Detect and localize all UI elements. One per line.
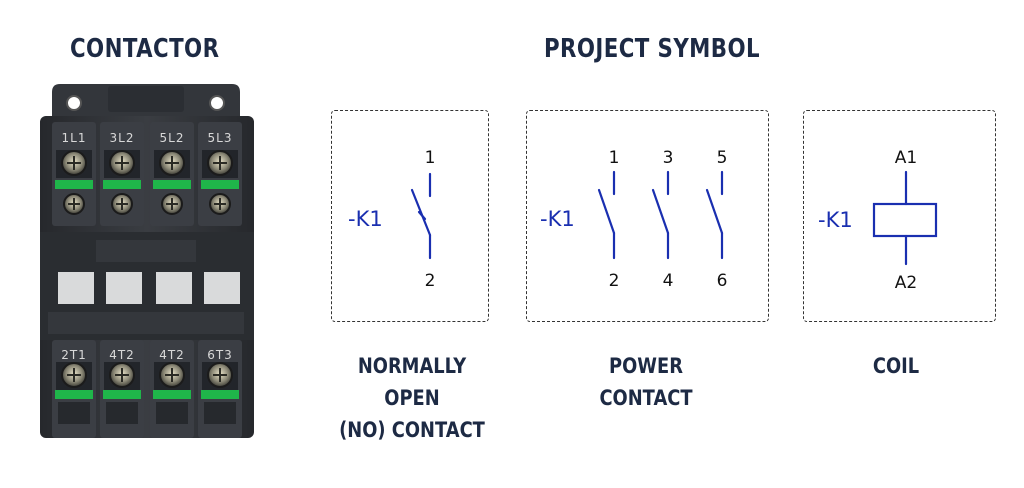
terminal-label: 5L2 (159, 131, 185, 145)
coil-caption: COIL (854, 350, 939, 382)
mount-hole-right (209, 95, 225, 111)
terminal-green-band (55, 180, 93, 189)
terminal-label: 4T2 (159, 348, 185, 362)
terminal-label: 6T3 (207, 348, 233, 362)
no-contact-caption-line2: (NO) CONTACT (339, 418, 485, 442)
power-contact-caption-line1: POWER (609, 354, 683, 378)
power-contact-box (526, 110, 769, 322)
no-contact-caption-line1: NORMALLY OPEN (357, 354, 467, 410)
power-terminal-2: 2 (609, 271, 620, 291)
coil-caption-line1: COIL (872, 354, 920, 378)
terminal-green-band (103, 180, 141, 189)
project-symbol-heading: PROJECT SYMBOL (544, 34, 760, 64)
terminal-green-band (153, 180, 191, 189)
terminal-green-band (201, 390, 239, 399)
terminal-label: 4T2 (109, 348, 135, 362)
mount-hole-left (66, 95, 82, 111)
coil-top-terminal: A1 (895, 148, 917, 168)
power-terminal-4: 4 (663, 271, 674, 291)
no-contact-tag: -K1 (348, 207, 383, 231)
no-contact-box (331, 110, 489, 322)
power-contact-symbol (597, 170, 724, 260)
power-terminal-6: 6 (717, 271, 728, 291)
terminal-green-band (153, 390, 191, 399)
terminal-label: 3L2 (109, 131, 135, 145)
aux-window-4 (204, 272, 240, 304)
coil-box (803, 110, 996, 322)
power-terminal-3: 3 (663, 148, 674, 168)
aux-window-3 (156, 272, 192, 304)
no-contact-bottom-terminal: 2 (425, 271, 436, 291)
power-contact-caption-line2: CONTACT (599, 386, 693, 410)
terminal-green-band (201, 180, 239, 189)
no-contact-caption: NORMALLY OPEN (NO) CONTACT (332, 350, 492, 446)
terminal-label: 1L1 (61, 131, 87, 145)
terminal-green-band (103, 390, 141, 399)
aux-window-1 (58, 272, 94, 304)
power-contact-caption: POWER CONTACT (578, 350, 714, 414)
contactor-heading: CONTACTOR (70, 34, 220, 64)
no-contact-top-terminal: 1 (425, 148, 436, 168)
terminal-label: 2T1 (61, 348, 87, 362)
power-contact-tag: -K1 (540, 207, 575, 231)
no-contact-symbol (410, 172, 432, 260)
power-terminal-5: 5 (717, 148, 728, 168)
aux-window-2 (106, 272, 142, 304)
terminal-green-band (55, 390, 93, 399)
coil-tag: -K1 (818, 208, 853, 232)
coil-bottom-terminal: A2 (895, 273, 917, 293)
power-terminal-1: 1 (609, 148, 620, 168)
terminal-label: 5L3 (207, 131, 233, 145)
coil-symbol (872, 170, 938, 266)
